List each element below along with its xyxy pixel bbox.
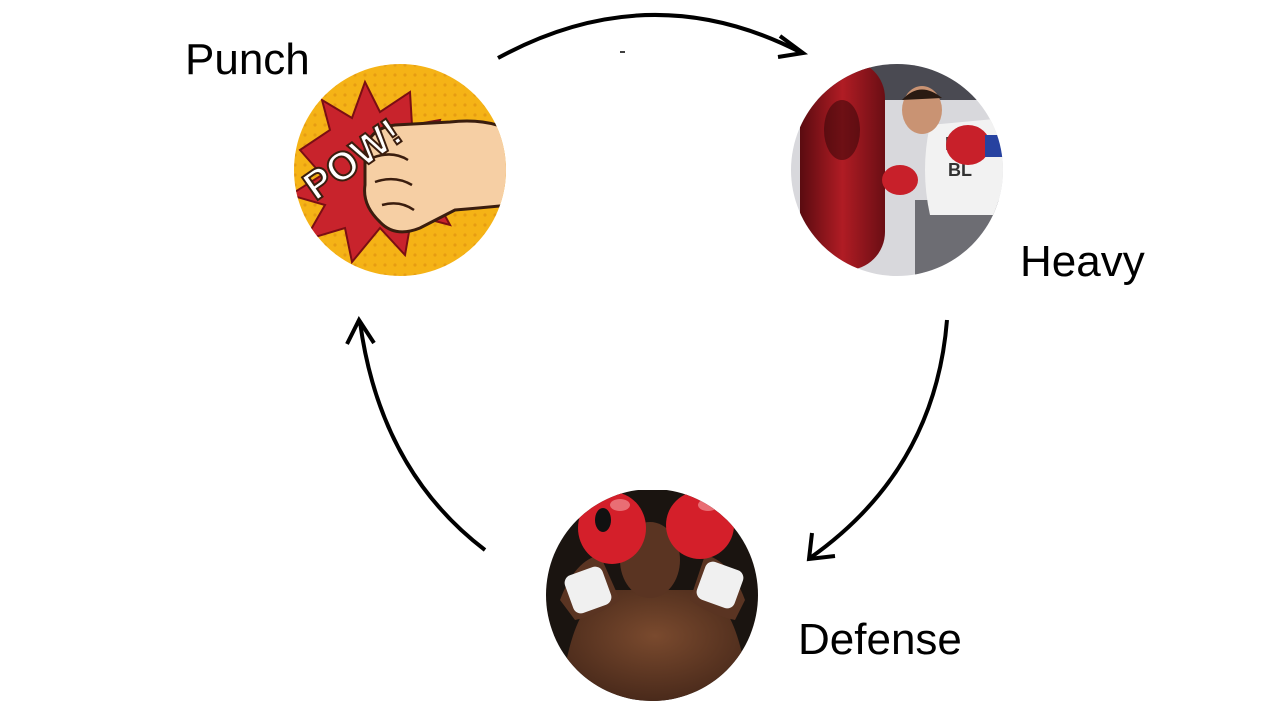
arrow-heavy-to-defense xyxy=(806,319,949,562)
punch-pow-image: POW! xyxy=(294,64,506,276)
node-label-heavy: Heavy xyxy=(1020,237,1145,286)
arrow-punch-to-heavy xyxy=(497,12,809,60)
svg-text:BL: BL xyxy=(948,160,972,180)
arrow-defense-to-punch xyxy=(345,315,487,552)
heavy-bag-image: BA BL xyxy=(791,64,1003,276)
node-label-punch: Punch xyxy=(185,35,310,84)
node-label-defense: Defense xyxy=(798,615,962,664)
defense-boxer-image xyxy=(546,490,758,701)
